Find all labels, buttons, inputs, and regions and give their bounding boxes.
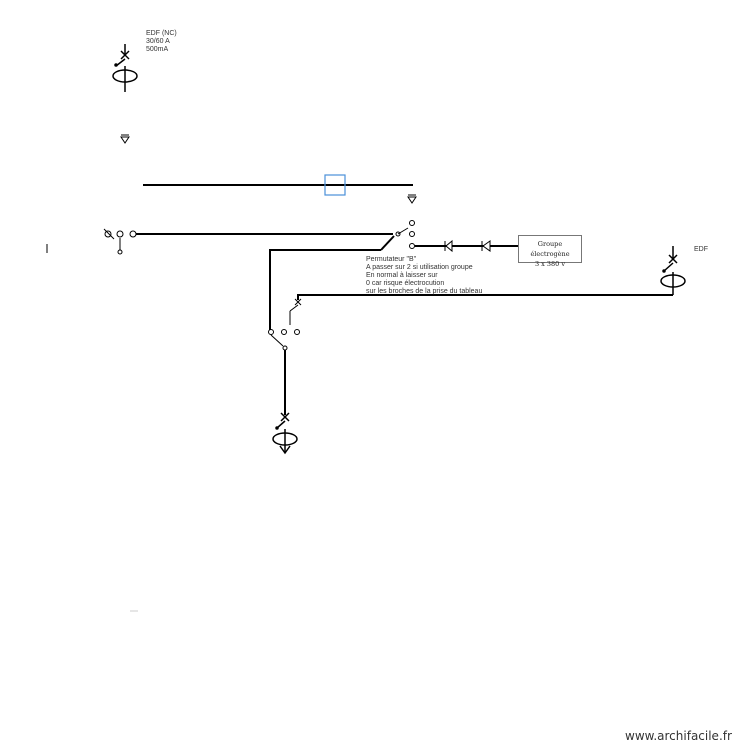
- label-line: EDF (NC): [146, 30, 177, 37]
- top-edf-breaker-label: EDF (NC) 30/60 A 500mA: [146, 30, 177, 54]
- watermark: www.archifacile.fr: [625, 729, 732, 743]
- permutateur-switch-symbol: [395, 220, 415, 249]
- junction-box: [324, 174, 346, 196]
- left-switch-symbol: [103, 228, 137, 255]
- marker-triangle-left-icon: [120, 134, 130, 144]
- note-line: sur les broches de la prise du tableau: [366, 288, 483, 295]
- inverter-switch-symbol: [268, 329, 300, 351]
- note-line: Permutateur "B": [366, 256, 417, 263]
- right-edf-breaker-symbol: [660, 246, 686, 295]
- top-edf-breaker-symbol: [112, 44, 138, 92]
- note-line: En normal à laisser sur: [366, 272, 438, 279]
- permutateur-note: Permutateur "B" A passer sur 2 si utilis…: [366, 256, 482, 296]
- note-line: 0 car risque électrocution: [366, 280, 445, 287]
- label-line: 500mA: [146, 46, 169, 53]
- link-to-distribution: [380, 235, 395, 251]
- marker-triangle-right-icon: [407, 194, 417, 204]
- generator-voltage: 3 x 380 v: [534, 260, 566, 268]
- supply-switch-symbol: [289, 298, 302, 325]
- right-edf-label: EDF: [694, 246, 708, 253]
- distribution-feed-line: [269, 249, 381, 330]
- diode-icon: [481, 240, 491, 252]
- bottom-breaker-symbol: [272, 412, 298, 455]
- edf-supply-line: [297, 294, 673, 300]
- generator-box: Groupe électrogène 3 x 380 v: [518, 235, 582, 268]
- label-line: 30/60 A: [146, 38, 170, 45]
- diode-icon: [444, 239, 453, 253]
- note-line: A passer sur 2 si utilisation groupe: [366, 264, 473, 271]
- generator-title: Groupe électrogène: [530, 240, 570, 258]
